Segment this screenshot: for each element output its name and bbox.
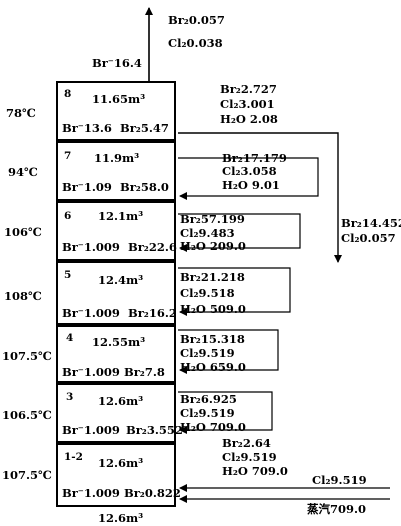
stage-br-ion: Br⁻1.009 [62, 365, 120, 379]
vapor-loop-6 [178, 213, 301, 252]
vapor-5-cl2: Cl₂9.518 [180, 286, 235, 300]
vapor-8-h2o: H₂O 2.08 [220, 112, 278, 126]
temp-stage-1-2: 107.5℃ [2, 468, 52, 482]
stage-4: 4 12.55m³ Br⁻1.009 Br₂7.8 [56, 325, 176, 383]
vapor-4-br2: Br₂15.318 [180, 332, 245, 346]
temp-stage-3: 106.5℃ [2, 408, 52, 422]
top-output-cl2: Cl₂0.038 [168, 36, 223, 50]
stage-br2: Br₂58.0 [120, 180, 169, 194]
stage-5: 5 12.4m³ Br⁻1.009 Br₂16.2 [56, 261, 177, 325]
stage-1-2: 1-2 12.6m³ Br⁻1.009 Br₂0.822 [56, 443, 181, 507]
stage-br-ion: Br⁻1.009 [62, 423, 120, 437]
vapor-5-br2: Br₂21.218 [180, 270, 245, 284]
temp-stage-5: 108℃ [4, 289, 42, 303]
vapor-1-2-cl2: Cl₂9.519 [222, 450, 277, 464]
stage-br-ion: Br⁻1.009 [62, 306, 120, 320]
temp-stage-4: 107.5℃ [2, 349, 52, 363]
vapor-loop-7 [178, 157, 319, 200]
vapor-7-h2o: H₂O 9.01 [222, 178, 280, 192]
inlet-cl2: Cl₂9.519 [312, 473, 367, 487]
vapor-loop-4 [178, 329, 279, 374]
stage-br-ion: Br⁻1.009 [62, 240, 120, 254]
vapor-loop-3 [178, 391, 273, 434]
stage-br2: Br₂5.47 [120, 121, 169, 135]
stage-br2: Br₂16.2 [128, 306, 177, 320]
stage-br2: Br₂3.552 [126, 423, 183, 437]
bottom-flow: 12.6m³ [98, 511, 144, 525]
temp-stage-8: 78℃ [6, 106, 36, 120]
vapor-3-cl2: Cl₂9.519 [180, 406, 235, 420]
stage-7: 7 11.9m³ Br⁻1.09 Br₂58.0 [56, 141, 176, 201]
inlet-steam: 蒸汽709.0 [307, 502, 367, 516]
top-output-br2: Br₂0.057 [168, 13, 225, 27]
temp-stage-7: 94℃ [8, 165, 38, 179]
stage-6: 6 12.1m³ Br⁻1.009 Br₂22.6 [56, 201, 177, 261]
stage-id: 8 [64, 88, 72, 100]
stage-id: 4 [66, 332, 74, 344]
stage-volume: 12.4m³ [98, 273, 144, 287]
stage-volume: 12.55m³ [92, 335, 146, 349]
side-output-cl2: Cl₂0.057 [341, 231, 396, 245]
vapor-5-h2o: H₂O 509.0 [180, 302, 246, 316]
stage-volume: 11.9m³ [94, 151, 140, 165]
top-output-br-minus: Br⁻16.4 [92, 56, 142, 70]
stage-volume: 12.6m³ [98, 456, 144, 470]
stage-volume: 11.65m³ [92, 92, 146, 106]
stage-id: 3 [66, 391, 74, 403]
vapor-4-cl2: Cl₂9.519 [180, 346, 235, 360]
vapor-1-2-h2o: H₂O 709.0 [222, 464, 288, 478]
stage-3: 3 12.6m³ Br⁻1.009 Br₂3.552 [56, 383, 183, 443]
side-outlet-line [178, 132, 342, 263]
vapor-8-cl2: Cl₂3.001 [220, 97, 275, 111]
vapor-3-h2o: H₂O 709.0 [180, 420, 246, 434]
stage-volume: 12.1m³ [98, 209, 144, 223]
stage-8: 8 11.65m³ Br⁻13.6 Br₂5.47 [56, 81, 176, 141]
vapor-loop-5 [178, 267, 291, 316]
vapor-6-cl2: Cl₂9.483 [180, 226, 235, 240]
vapor-7-cl2: Cl₂3.058 [222, 164, 277, 178]
vapor-3-br2: Br₂6.925 [180, 392, 237, 406]
stage-id: 1-2 [64, 451, 83, 463]
vapor-4-h2o: H₂O 659.0 [180, 360, 246, 374]
stage-br-ion: Br⁻13.6 [62, 121, 112, 135]
stage-br2: Br₂0.822 [124, 486, 181, 500]
stage-id: 7 [64, 150, 72, 162]
stage-id: 5 [64, 269, 72, 281]
stage-br-ion: Br⁻1.09 [62, 180, 112, 194]
stage-br2: Br₂22.6 [128, 240, 177, 254]
vapor-6-h2o: H₂O 209.0 [180, 239, 246, 253]
stage-id: 6 [64, 210, 72, 222]
vapor-1-2-br2: Br₂2.64 [222, 436, 271, 450]
temp-stage-6: 106℃ [4, 225, 42, 239]
stage-br-ion: Br⁻1.009 [62, 486, 120, 500]
stage-volume: 12.6m³ [98, 394, 144, 408]
vapor-6-br2: Br₂57.199 [180, 212, 245, 226]
stage-br2: Br₂7.8 [124, 365, 165, 379]
side-output-br2: Br₂14.452 [341, 216, 401, 230]
vapor-8-br2: Br₂2.727 [220, 82, 277, 96]
vapor-7-br2: Br₂17.179 [222, 151, 287, 165]
